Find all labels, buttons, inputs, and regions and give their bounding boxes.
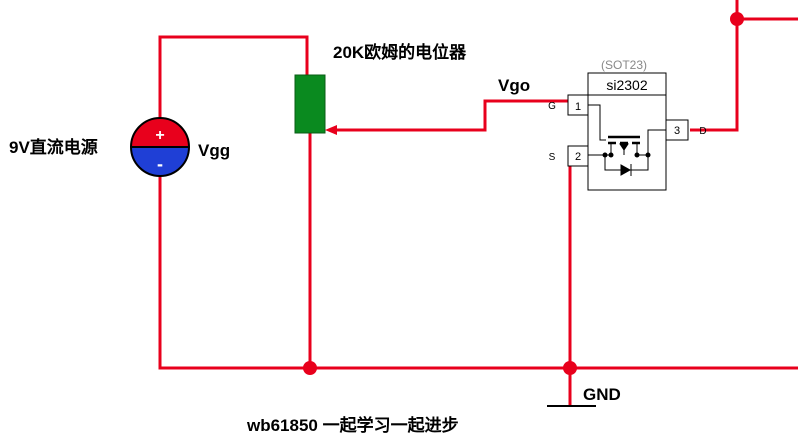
- source-name-label: Vgg: [198, 141, 230, 160]
- source-plus-sign: +: [155, 127, 164, 144]
- pin-drain-name: D: [699, 126, 706, 137]
- pin-3-number: 3: [674, 125, 680, 137]
- pot-wiper-arrow: [325, 125, 337, 135]
- mosfet-channel-arrow: [619, 143, 629, 151]
- wire-source-to-pot-top: [158, 35, 309, 126]
- pin-2-number: 2: [575, 151, 581, 163]
- wire-wiper-to-gate: [337, 99, 568, 132]
- footer-caption: wb61850 一起学习一起进步: [246, 415, 459, 435]
- mosfet-gate-lead: [588, 104, 606, 141]
- pin-2-box: [567, 145, 589, 167]
- junction-dot: [303, 361, 317, 375]
- mosfet-si2302: (SOT23) si2302 1 2 3 G S D: [548, 58, 707, 191]
- junction-dot: [730, 12, 744, 26]
- mosfet-node: [602, 152, 608, 158]
- source-minus-sign: -: [157, 154, 163, 174]
- junction-dot: [563, 361, 577, 375]
- pin-1-number: 1: [575, 101, 581, 113]
- gate-net-label: Vgo: [498, 76, 530, 95]
- mosfet-node: [608, 152, 614, 158]
- pin-source-name: S: [549, 152, 556, 163]
- source-description: 9V直流电源: [9, 137, 98, 157]
- ground-label: GND: [583, 385, 621, 404]
- source-positive-half: [131, 118, 189, 147]
- mosfet-part-number: si2302: [606, 77, 647, 93]
- wire-drain-to-top: [690, 0, 739, 132]
- pin-gate-name: G: [548, 101, 556, 112]
- mosfet-node: [634, 152, 640, 158]
- voltage-source: + -: [130, 117, 190, 177]
- mosfet-package-label: (SOT23): [601, 58, 647, 72]
- potentiometer-label: 20K欧姆的电位器: [333, 42, 467, 62]
- wires: [158, 0, 798, 406]
- wire-source-to-ground-rail: [158, 176, 798, 370]
- source-negative-half: [131, 147, 189, 176]
- junctions: [303, 12, 744, 375]
- potentiometer-body: [294, 74, 326, 134]
- mosfet-body-diode: [620, 164, 632, 176]
- source-outline: [130, 117, 190, 177]
- mosfet-node: [645, 152, 651, 158]
